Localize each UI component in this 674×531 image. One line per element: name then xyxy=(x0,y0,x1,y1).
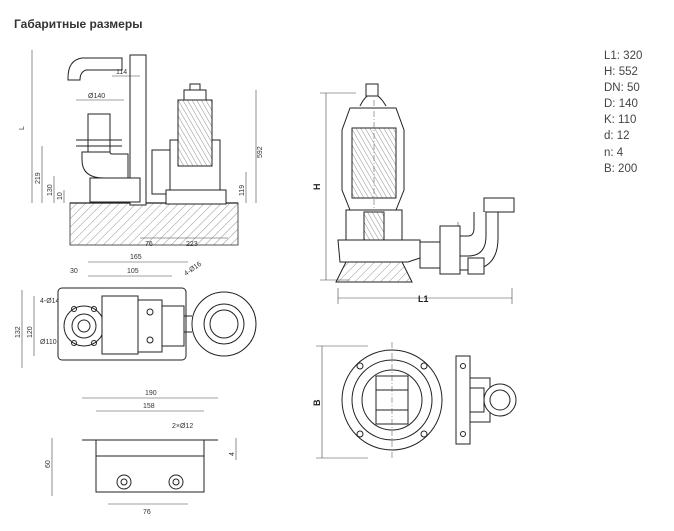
spec-h: H: 552 xyxy=(604,66,638,79)
dim-132: 132 xyxy=(15,326,22,338)
dim-76b: 76 xyxy=(143,509,151,516)
spec-k: K: 110 xyxy=(604,114,637,127)
dim-190: 190 xyxy=(145,390,157,397)
spec-l1: L1: 320 xyxy=(604,50,643,62)
auto-coupling-base xyxy=(89,177,141,203)
dim-76: 76 xyxy=(145,241,153,248)
dim-l: L xyxy=(19,126,26,130)
spec-dn: DN: 50 xyxy=(604,82,640,95)
label-b: B xyxy=(312,399,322,406)
dim-d110: Ø110 xyxy=(40,339,57,346)
page-title: Габаритные размеры xyxy=(14,17,143,31)
pump-plan-view: B xyxy=(312,342,517,459)
dim-4x16: 4-Ø16 xyxy=(183,261,203,278)
dim-30: 30 xyxy=(70,268,78,275)
dim-d140: Ø140 xyxy=(88,93,105,100)
spec-small-d: d: 12 xyxy=(604,130,630,143)
dim-120: 120 xyxy=(27,326,34,338)
dim-130: 130 xyxy=(47,184,54,196)
dim-114: 114 xyxy=(116,69,127,76)
dim-219: 219 xyxy=(35,172,42,184)
dim-119: 119 xyxy=(239,185,246,196)
dim-10: 10 xyxy=(57,192,64,200)
dim-165: 165 xyxy=(130,254,142,261)
dim-592: 592 xyxy=(257,146,264,158)
installation-side-view: 114 Ø140 L 219 130 10 592 119 76 223 xyxy=(19,50,264,248)
guide-rail xyxy=(129,54,147,206)
pump-front-section: H L1 K D n-d xyxy=(312,83,515,304)
label-h: H xyxy=(312,184,322,191)
label-l1: L1 xyxy=(418,294,429,304)
installation-plan-view: 165 30 105 4-Ø16 4-Ø14 120 132 Ø110 xyxy=(15,254,257,368)
dim-105: 105 xyxy=(127,268,139,275)
base-plate-view: 190 158 2×Ø12 60 4 76 xyxy=(45,390,237,516)
spec-b: B: 200 xyxy=(604,162,638,175)
spec-d: D: 140 xyxy=(604,98,638,111)
guide-bracket-hook xyxy=(67,57,123,81)
specs-list: L1: 320 H: 552 DN: 50 D: 140 K: 110 d: 1… xyxy=(604,48,642,177)
foundation-block xyxy=(69,202,239,246)
dim-60: 60 xyxy=(45,460,52,468)
dim-223: 223 xyxy=(186,241,198,248)
dim-4x14: 4-Ø14 xyxy=(40,298,60,305)
dim-158: 158 xyxy=(143,403,155,410)
dim-4: 4 xyxy=(229,452,236,456)
pipe-elbow xyxy=(81,151,129,179)
spec-n: n: 4 xyxy=(604,146,624,159)
dim-2x12: 2×Ø12 xyxy=(172,423,193,430)
